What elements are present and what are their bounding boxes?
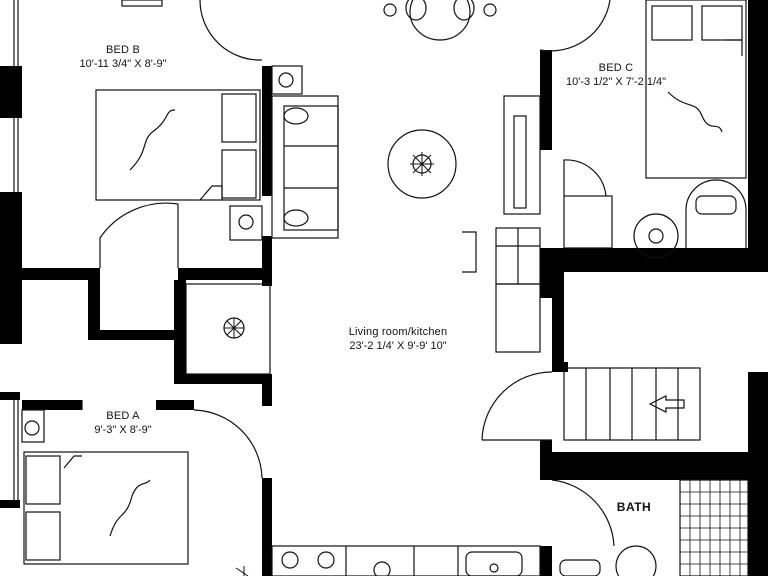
fixtures xyxy=(13,0,749,576)
wall xyxy=(22,268,100,280)
wall xyxy=(174,374,272,384)
decor-symbols xyxy=(224,152,434,576)
wall xyxy=(748,0,768,272)
wall xyxy=(22,400,82,410)
wall xyxy=(0,392,20,400)
wall xyxy=(748,372,768,576)
wall xyxy=(552,362,568,372)
wall xyxy=(0,192,22,344)
wall xyxy=(262,374,272,406)
wall xyxy=(262,66,272,196)
wall xyxy=(262,236,272,286)
wall xyxy=(262,478,272,576)
wall xyxy=(156,400,194,410)
wall xyxy=(552,260,564,372)
wall xyxy=(88,330,176,340)
wall xyxy=(540,452,768,480)
wall xyxy=(540,248,768,272)
wall xyxy=(540,546,552,576)
wall xyxy=(174,280,186,384)
wall xyxy=(540,50,552,150)
wall xyxy=(178,268,272,280)
wall xyxy=(88,280,100,338)
wall xyxy=(0,500,20,508)
wall xyxy=(0,66,22,118)
